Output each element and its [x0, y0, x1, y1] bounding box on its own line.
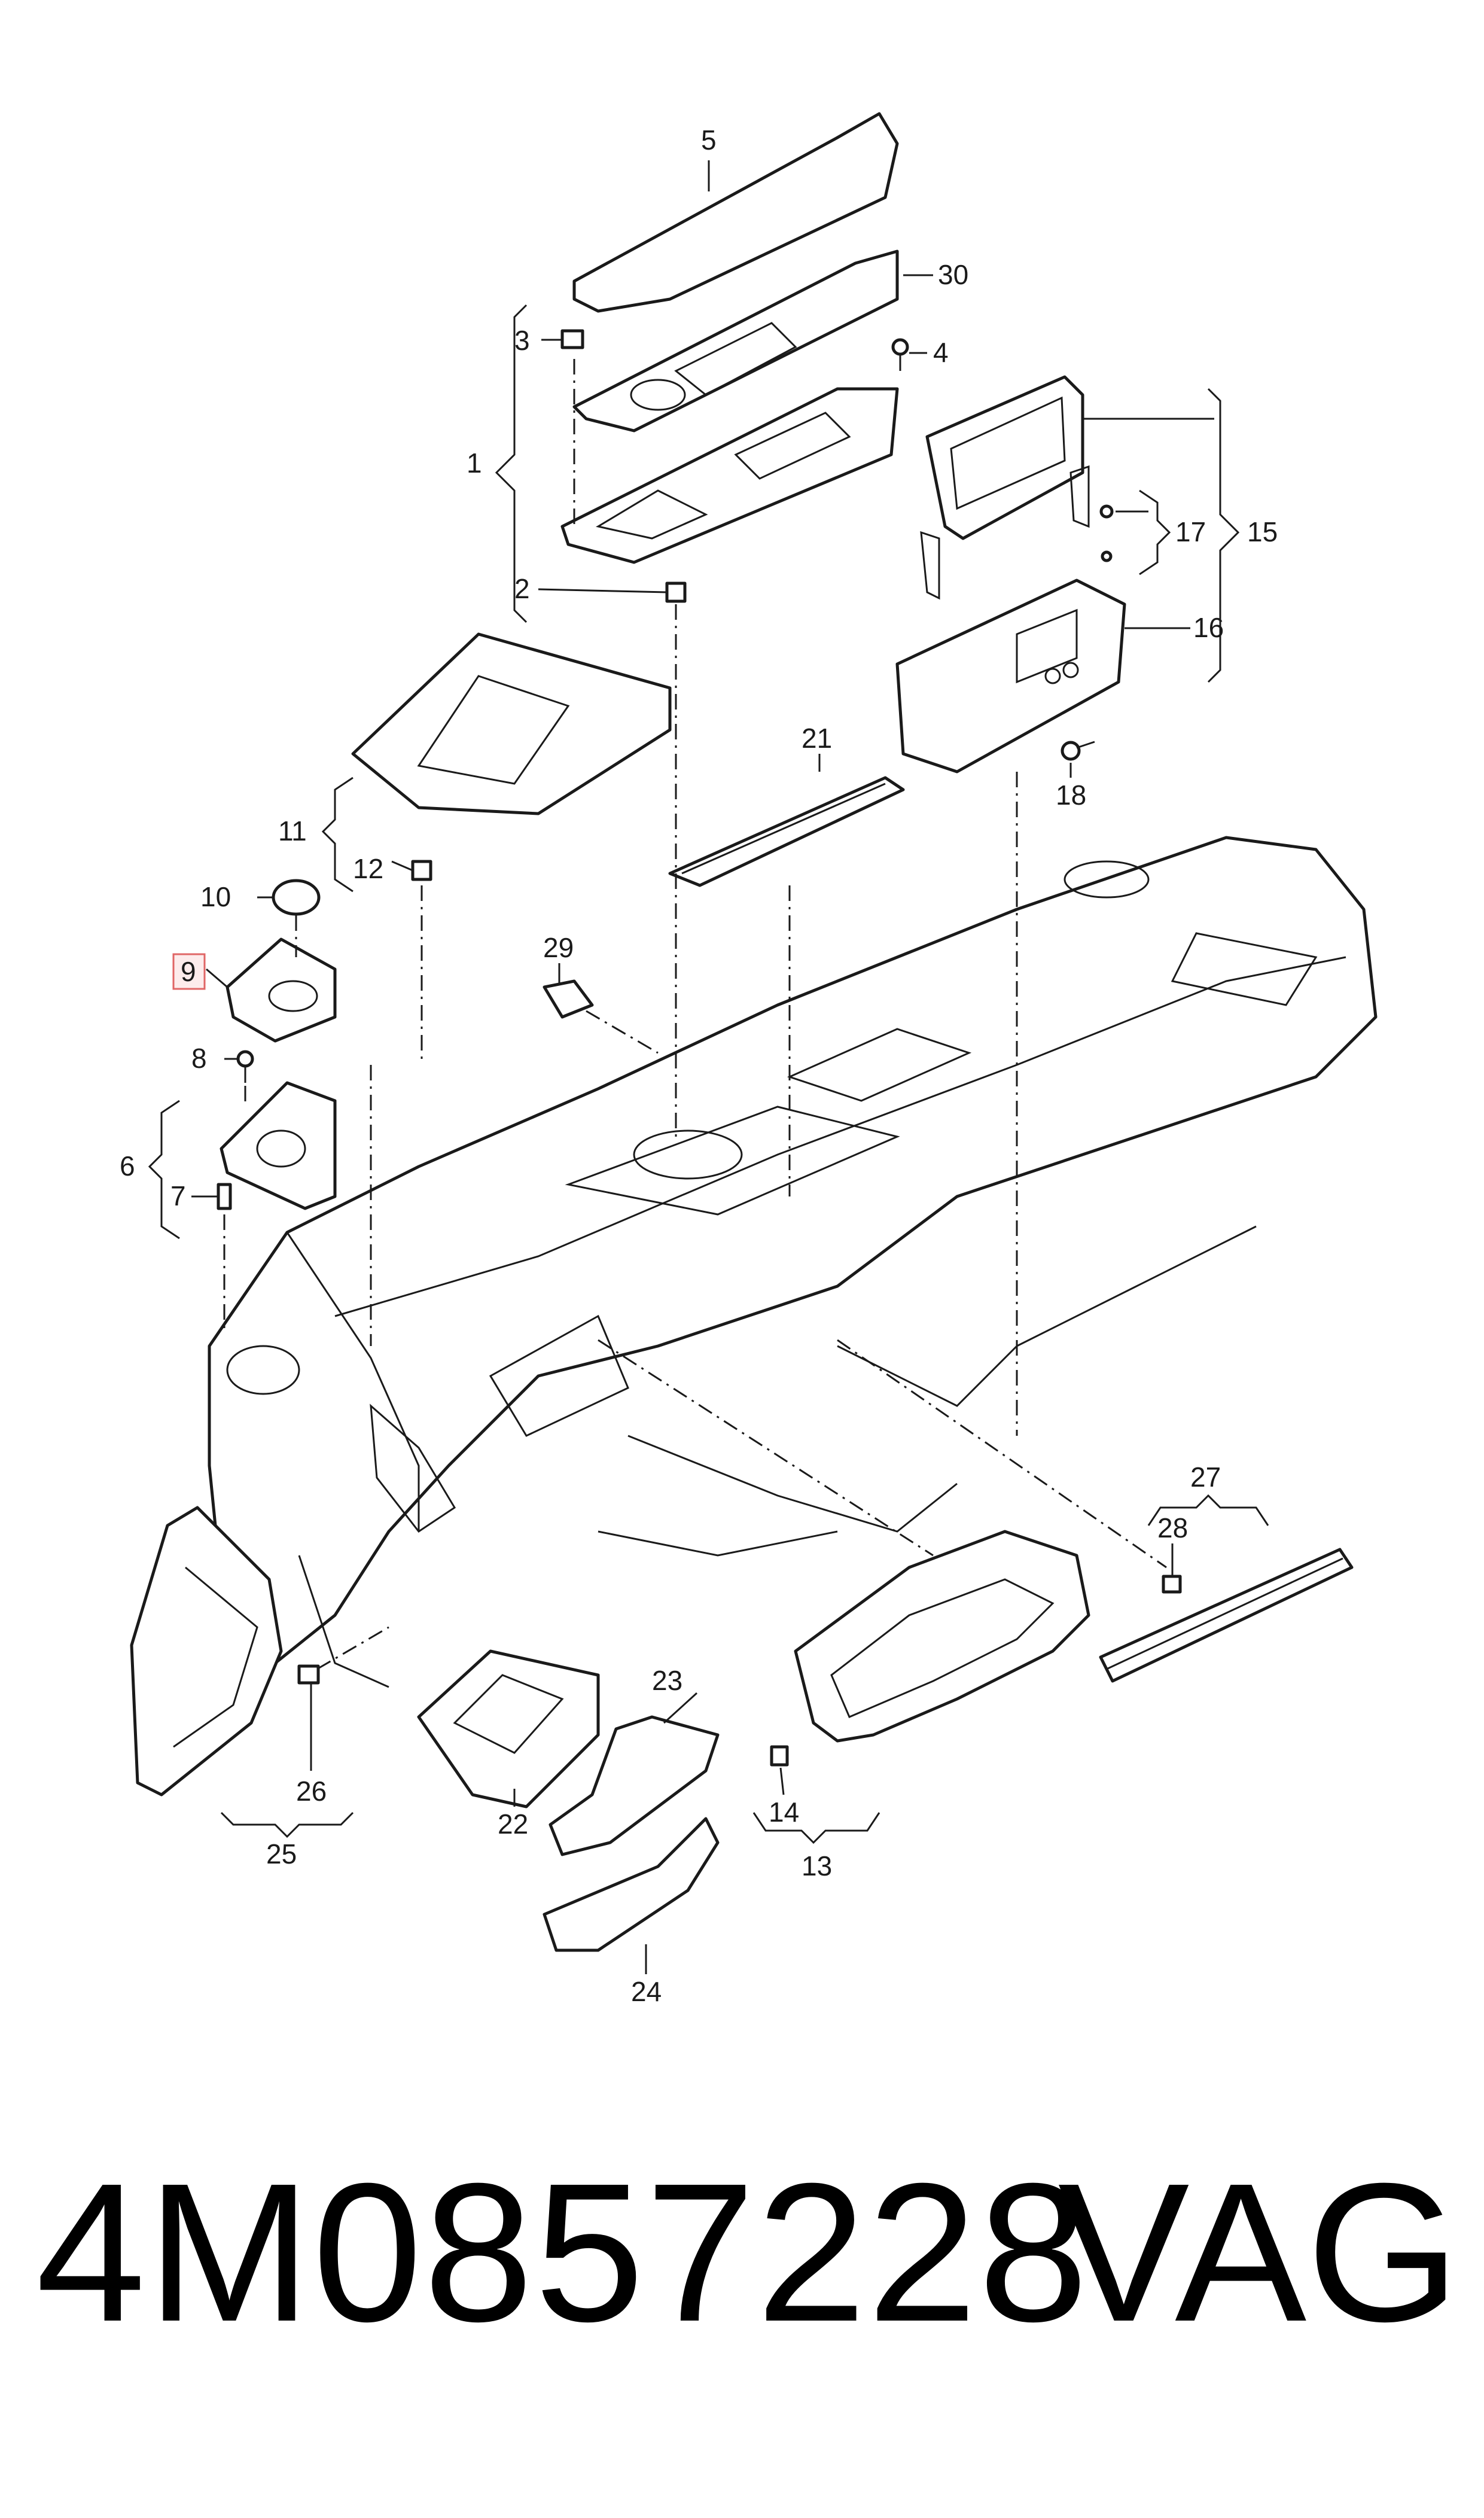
callout-18: 18	[1056, 780, 1086, 811]
callout-24: 24	[631, 1976, 662, 2007]
clip-3	[560, 329, 584, 349]
callout-7: 7	[170, 1180, 186, 1211]
callout-6: 6	[120, 1150, 135, 1182]
clip-26	[297, 1664, 320, 1685]
screw-4	[891, 338, 909, 371]
speaker-cover-9	[226, 937, 337, 1043]
callout-25: 25	[266, 1838, 297, 1870]
cover-panel-30	[572, 249, 899, 433]
callout-30: 30	[938, 259, 968, 290]
callout-13: 13	[802, 1850, 832, 1881]
parts-diagram: 5 30 3 4 1 2 15 17 16 18 21 11 12 10 29 …	[120, 112, 1378, 2007]
callout-26: 26	[296, 1776, 327, 1807]
control-unit-16	[895, 578, 1126, 774]
screw-8	[236, 1050, 254, 1083]
trim-strip-27	[1099, 1548, 1354, 1683]
trim-24	[543, 1817, 720, 1952]
dashboard-body	[208, 836, 1378, 1688]
callout-3: 3	[514, 325, 530, 356]
callout-16: 16	[1193, 612, 1224, 643]
callout-12: 12	[353, 853, 383, 884]
ring-10	[272, 879, 321, 916]
instrument-cluster-13	[794, 1530, 1090, 1743]
trim-23	[548, 1715, 720, 1856]
callout-2: 2	[514, 573, 530, 604]
hood-11	[351, 632, 672, 815]
clip-14	[770, 1745, 789, 1767]
callout-labels: 5 30 3 4 1 2 15 17 16 18 21 11 12 10 29 …	[120, 124, 1278, 2007]
callout-14: 14	[769, 1797, 799, 1828]
callout-highlight-box	[172, 953, 206, 990]
upper-cover-5	[572, 112, 899, 313]
brand-label: VAG	[1058, 2142, 1460, 2362]
side-cover-25	[130, 1506, 283, 1797]
callout-29: 29	[543, 932, 574, 963]
callout-27: 27	[1190, 1462, 1221, 1493]
cover-frame-1	[560, 387, 899, 564]
callout-15: 15	[1247, 516, 1278, 547]
callout-21: 21	[802, 723, 832, 754]
screws-17	[1099, 504, 1114, 562]
callout-9: 9	[181, 956, 196, 987]
part-number: 4M0857228	[36, 2142, 1090, 2362]
screw-18	[1061, 741, 1095, 761]
trim-strip-21	[668, 776, 905, 887]
bracket-6	[220, 1081, 337, 1210]
callout-1: 1	[467, 447, 482, 479]
air-vent-22	[417, 1649, 600, 1808]
callout-17: 17	[1175, 516, 1206, 547]
callout-5: 5	[701, 124, 717, 156]
clip-29	[543, 979, 594, 1019]
callout-10: 10	[200, 881, 231, 912]
leader-lines	[191, 160, 1214, 1974]
clip-7	[217, 1183, 232, 1210]
callout-11: 11	[278, 815, 307, 847]
display-screen-15	[920, 375, 1090, 600]
callout-28: 28	[1157, 1512, 1188, 1543]
clip-28	[1162, 1575, 1182, 1594]
clip-12	[411, 860, 432, 881]
assembly-braces	[148, 304, 1269, 1844]
clip-2	[665, 581, 687, 603]
footer: 4M0857228 VAG	[0, 2154, 1484, 2489]
callout-4: 4	[933, 337, 949, 368]
callout-23: 23	[652, 1665, 682, 1696]
callout-22: 22	[498, 1808, 528, 1840]
callout-8: 8	[191, 1043, 207, 1074]
assembly-lines	[223, 359, 1167, 1670]
